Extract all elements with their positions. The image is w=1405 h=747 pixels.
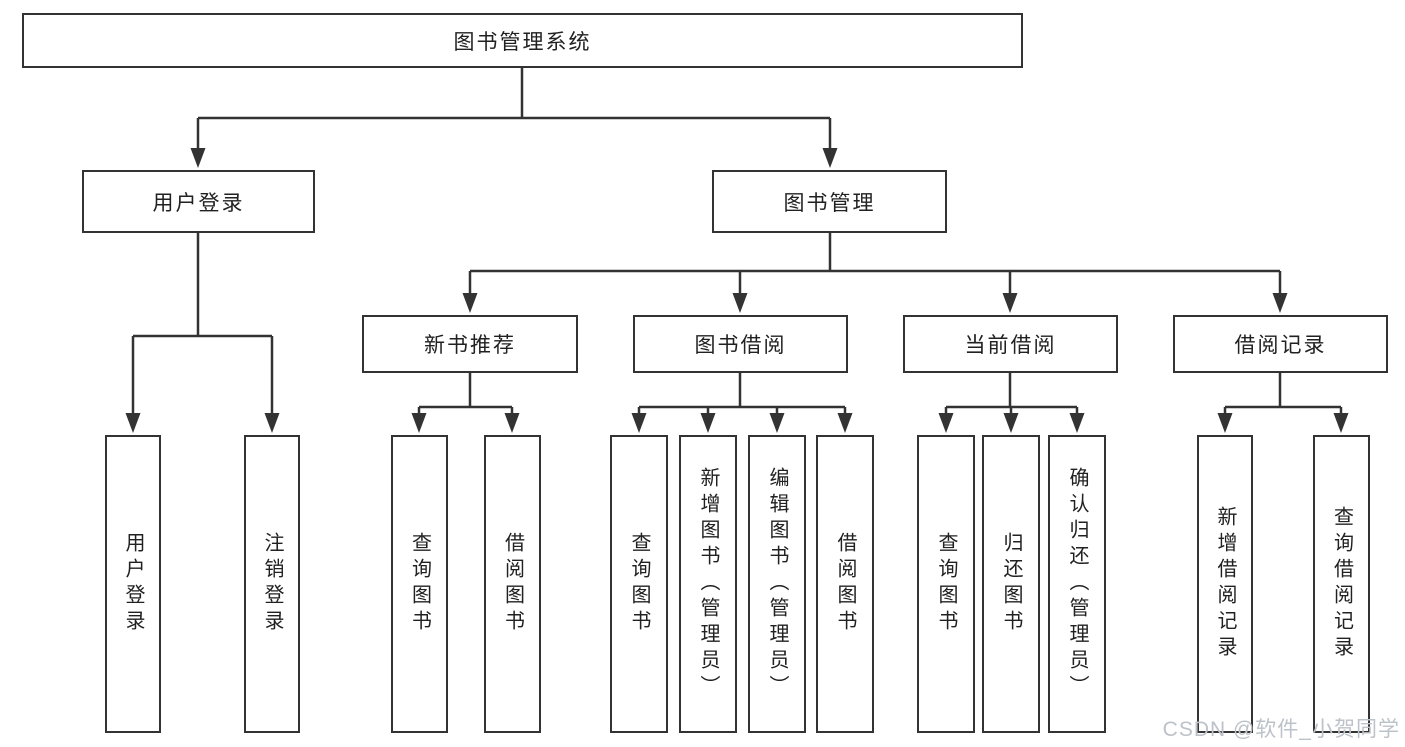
arrowhead-icon [700,413,716,433]
node-new-book-recommend: 新书推荐 [362,315,578,373]
node-user-login: 用户登录 [82,170,315,233]
node-label: 借阅图书 [501,532,524,636]
node-label: 新增借阅记录 [1214,506,1236,662]
arrowhead-icon [411,413,427,433]
node-leaf-user-login: 用户登录 [105,435,161,733]
node-book-management: 图书管理 [712,170,947,233]
node-book-borrowing: 图书借阅 [633,315,848,373]
node-leaf-query-borrow-record: 查询借阅记录 [1313,435,1370,733]
arrowhead-icon [125,413,141,433]
node-label: 归还图书 [1000,532,1022,636]
node-leaf-edit-book: 编辑图书（管理员） [748,435,806,733]
node-label: 查询图书 [935,532,957,636]
arrowhead-icon [1002,293,1018,313]
node-leaf-query-book-2: 查询图书 [610,435,668,733]
arrowhead-icon [732,293,748,313]
arrowhead-icon [462,293,478,313]
node-label: 用户登录 [152,191,245,215]
arrowhead-icon [1272,293,1288,313]
node-label: 借阅记录 [1234,334,1327,357]
node-leaf-return-book: 归还图书 [982,435,1040,733]
node-label: 用户登录 [122,532,144,636]
arrowhead-icon [1333,413,1349,433]
node-label: 图书借阅 [694,334,787,357]
arrowhead-icon [938,413,954,433]
arrowhead-icon [190,148,206,168]
node-label: 确认归还（管理员） [1066,467,1088,701]
arrowhead-icon [837,413,853,433]
node-leaf-borrow-book-2: 借阅图书 [816,435,874,733]
node-label: 图书管理 [783,191,876,215]
csdn-watermark: CSDN @软件_小贺同学 [1162,718,1400,741]
node-leaf-query-book-1: 查询图书 [391,435,448,733]
node-leaf-borrow-book-1: 借阅图书 [484,435,541,733]
arrowhead-icon [822,148,838,168]
node-label: 查询图书 [628,532,650,636]
node-root: 图书管理系统 [22,13,1023,68]
arrowhead-icon [769,413,785,433]
arrowhead-icon [1069,413,1085,433]
node-leaf-confirm-return: 确认归还（管理员） [1048,435,1106,733]
arrowhead-icon [631,413,647,433]
node-label: 当前借阅 [964,334,1057,357]
arrowhead-icon [264,413,280,433]
node-label: 编辑图书（管理员） [766,467,788,701]
node-current-borrowing: 当前借阅 [903,315,1118,373]
arrowhead-icon [504,413,520,433]
node-label: 新增图书（管理员） [697,467,719,701]
node-leaf-add-borrow-record: 新增借阅记录 [1197,435,1253,733]
arrowhead-icon [1003,413,1019,433]
node-label: 借阅图书 [834,532,856,636]
node-borrowing-records: 借阅记录 [1173,315,1388,373]
node-label: 查询借阅记录 [1330,506,1353,662]
node-label: 新书推荐 [424,334,516,357]
arrowhead-icon [1217,413,1233,433]
node-leaf-logout: 注销登录 [244,435,300,733]
node-label: 图书管理系统 [453,30,592,54]
node-label: 查询图书 [408,532,431,636]
node-label: 注销登录 [261,532,283,636]
node-leaf-add-book: 新增图书（管理员） [679,435,737,733]
node-leaf-query-book-3: 查询图书 [917,435,975,733]
